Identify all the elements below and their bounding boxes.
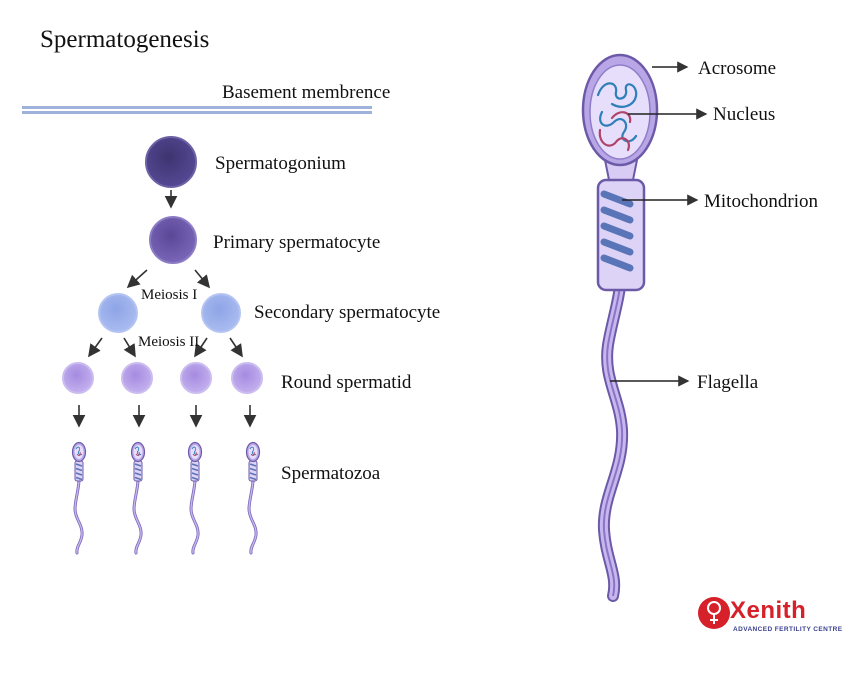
meiosis-two-label: Meiosis II [138,334,200,350]
meiosis-one-label: Meiosis I [141,287,198,303]
arrow-to-spermatid [88,337,103,358]
round-spermatid-cell [180,362,212,394]
basement-membrane-label: Basement membrence [222,82,391,103]
basement-membrane [22,106,372,114]
round-spermatid-cell [121,362,153,394]
nucleus-label: Nucleus [713,104,776,125]
mitochondria-coils [600,190,634,272]
page-title: Spermatogenesis [40,26,210,53]
logo-tagline: ADVANCED FERTILITY CENTRE [733,626,843,633]
round-spermatid-cell [231,362,263,394]
arrow-to-spermatid [123,337,136,358]
secondary-spermatocyte-label: Secondary spermatocyte [254,302,441,323]
large-sperm [581,53,659,602]
primary-spermatocyte-cell [149,216,197,264]
spermatozoa-group [71,441,261,555]
secondary-spermatocyte-cell [201,293,241,333]
spermatozoon [71,441,87,555]
round-spermatid-cell [62,362,94,394]
spermatozoon [187,441,203,555]
secondary-spermatocyte-cell [98,293,138,333]
primary-spermatocyte-label: Primary spermatocyte [213,232,381,253]
mitochondrion-label: Mitochondrion [704,191,818,212]
arrow-to-secondary-right [194,269,211,289]
nucleus-chromatin [596,82,638,152]
round-spermatid-label: Round spermatid [281,372,412,393]
spermatogonium-label: Spermatogonium [215,153,346,174]
logo-name: Xenith [730,597,807,624]
spermatozoon [130,441,146,555]
arrow-to-spermatid [229,337,243,358]
xenith-logo-mark [698,597,730,629]
arrow-to-secondary-left [126,269,148,289]
spermatozoon [245,441,261,555]
acrosome-label: Acrosome [698,58,777,79]
spermatogonium-cell [145,136,197,188]
spermatozoa-label: Spermatozoa [281,463,381,484]
flagella-label: Flagella [697,372,759,393]
arrow-to-spermatid [194,337,208,358]
